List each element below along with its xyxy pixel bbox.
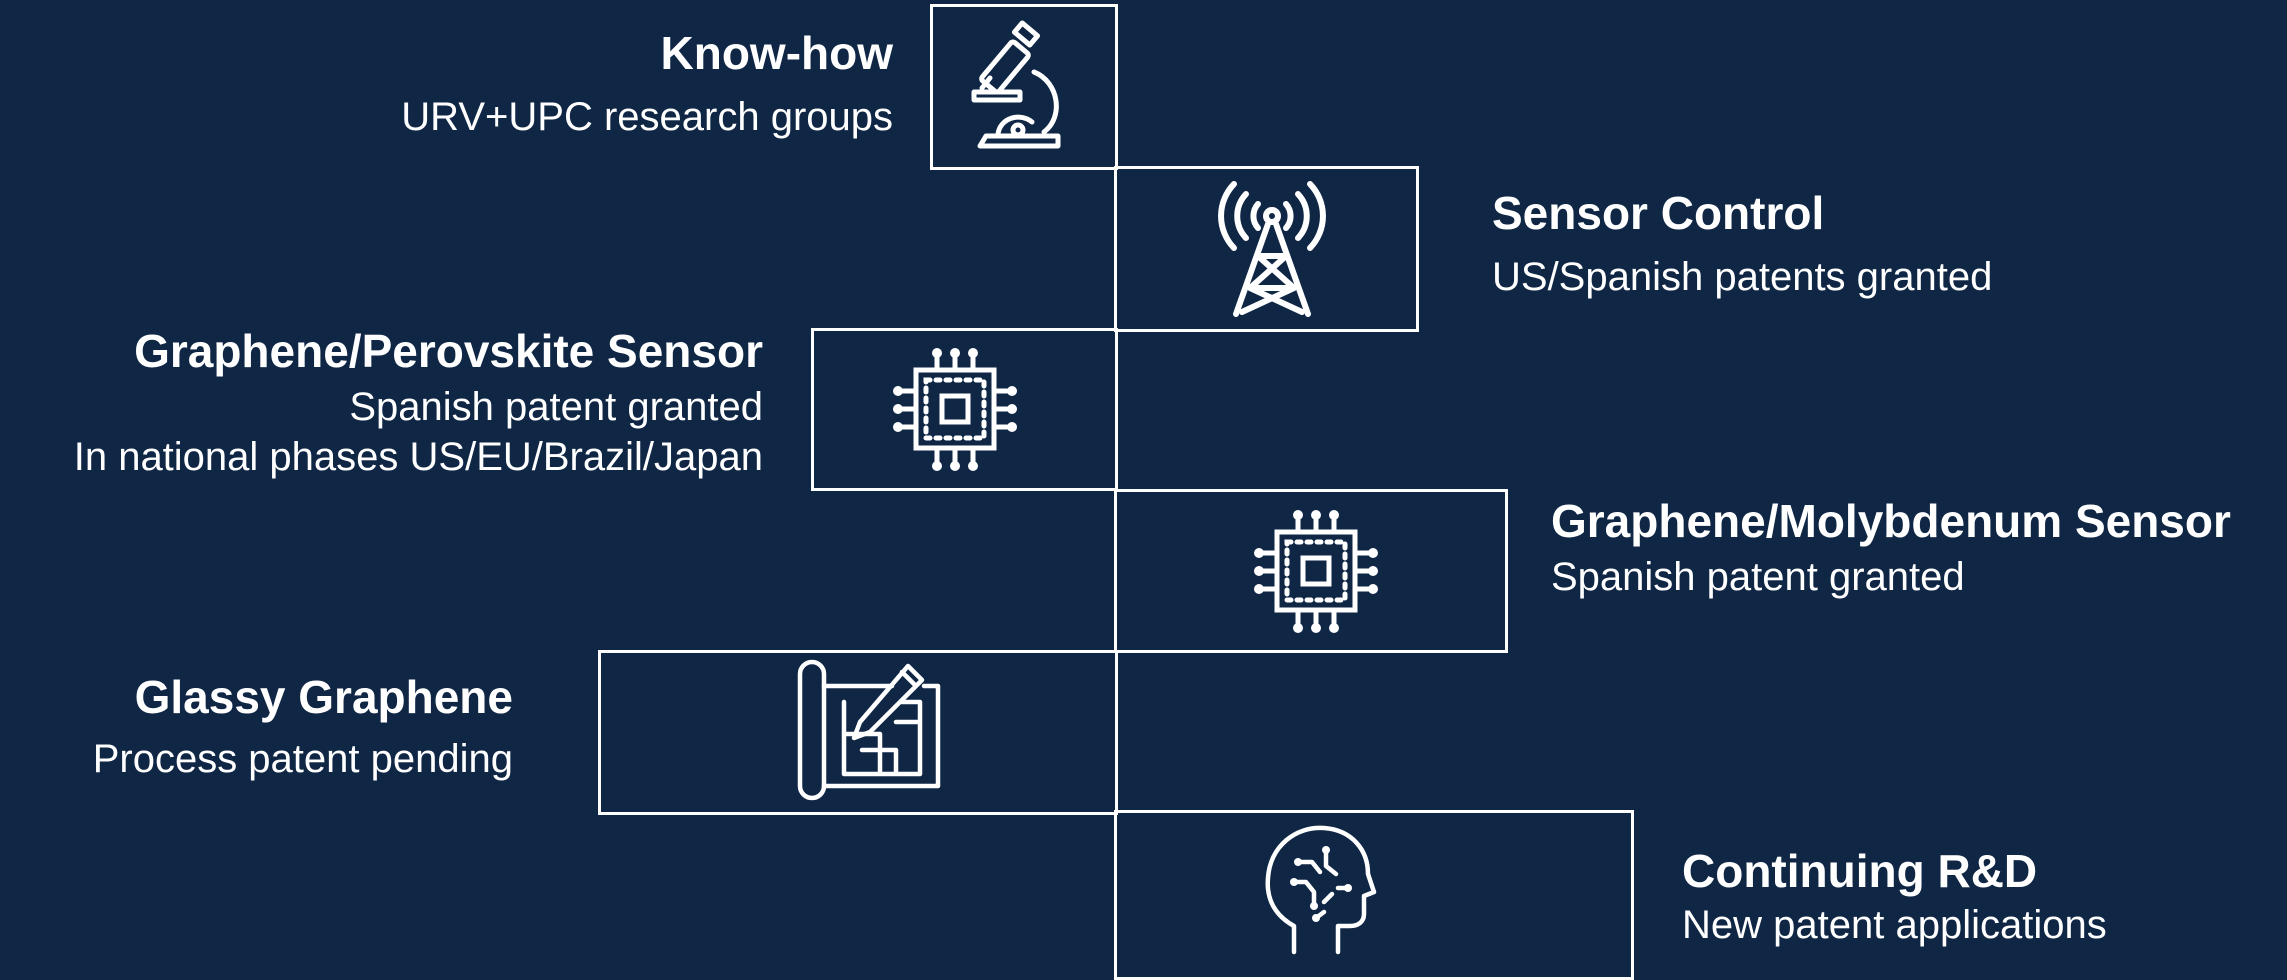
item-detail: New patent applications — [1682, 903, 2107, 948]
label-graphene-molybdenum: Graphene/Molybdenum Sensor Spanish paten… — [1551, 494, 2231, 601]
item-detail: Spanish patent granted — [1551, 555, 1965, 600]
item-title: Graphene/Perovskite Sensor — [134, 325, 763, 377]
item-title: Glassy Graphene — [134, 671, 513, 723]
chip-icon — [1253, 510, 1379, 634]
box-know-how — [930, 4, 1118, 170]
blueprint-pencil-icon — [796, 659, 942, 801]
box-glassy-graphene — [598, 650, 1118, 815]
item-title: Know-how — [660, 27, 894, 79]
item-title: Sensor Control — [1492, 187, 1825, 239]
label-sensor-control: Sensor Control US/Spanish patents grante… — [1492, 186, 1992, 301]
item-detail: URV+UPC research groups — [401, 95, 893, 140]
microscope-icon — [964, 20, 1084, 154]
item-detail: In national phases US/EU/Brazil/Japan — [73, 435, 763, 480]
label-know-how: Know-how URV+UPC research groups — [401, 26, 893, 141]
label-continuing-rd: Continuing R&D New patent applications — [1682, 844, 2107, 949]
item-detail: Spanish patent granted — [349, 385, 763, 430]
item-title: Continuing R&D — [1682, 845, 2038, 897]
box-sensor-control — [1114, 166, 1419, 332]
item-detail: US/Spanish patents granted — [1492, 255, 1993, 300]
antenna-tower-icon — [1218, 180, 1326, 320]
item-detail: Process patent pending — [92, 737, 513, 782]
chip-icon — [892, 348, 1018, 472]
box-graphene-molybdenum — [1114, 489, 1508, 653]
label-glassy-graphene: Glassy Graphene Process patent pending — [93, 670, 513, 783]
label-graphene-perovskite: Graphene/Perovskite Sensor Spanish paten… — [74, 324, 763, 481]
item-title: Graphene/Molybdenum Sensor — [1551, 495, 2231, 547]
box-graphene-perovskite — [811, 328, 1118, 491]
brain-circuit-head-icon — [1264, 822, 1377, 956]
